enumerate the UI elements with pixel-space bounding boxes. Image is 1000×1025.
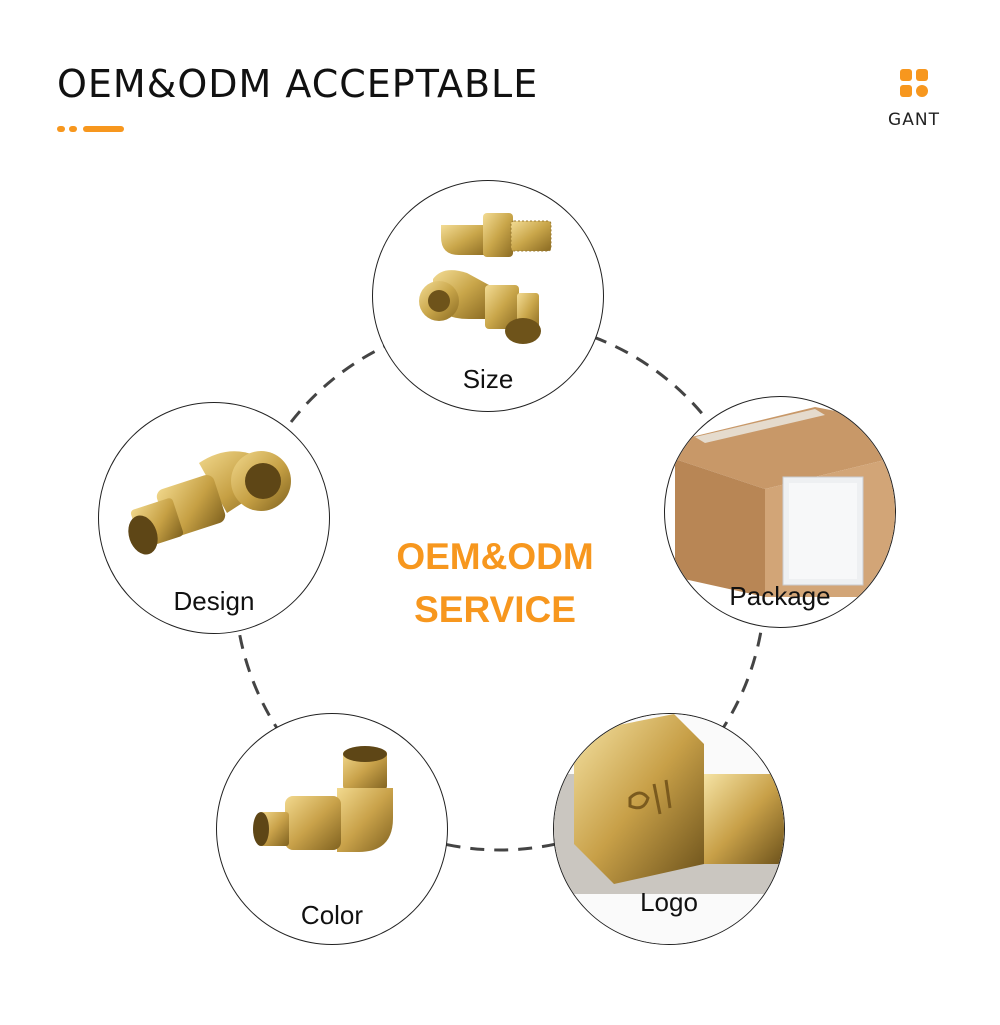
- node-label-logo: Logo: [640, 887, 698, 917]
- accent-dot-1: [57, 126, 65, 132]
- carton-box-and-bag-image: [675, 407, 895, 597]
- node-logo[interactable]: Logo: [553, 713, 785, 945]
- center-line-1: OEM&ODM: [396, 536, 594, 577]
- four-petal-logo-icon: [900, 69, 928, 97]
- brass-elbow-fittings-image: [419, 213, 552, 344]
- brand-name: GANT: [888, 110, 940, 130]
- center-title: OEM&ODM SERVICE: [350, 530, 640, 636]
- logo-closeup-image: [554, 714, 784, 944]
- node-size[interactable]: Size: [372, 180, 604, 412]
- node-label-package: Package: [729, 581, 831, 611]
- center-line-2: SERVICE: [414, 589, 576, 630]
- node-package[interactable]: Package: [664, 396, 896, 628]
- accent-dot-2: [69, 126, 77, 132]
- brass-union-elbow-image: [128, 451, 291, 555]
- node-label-design: Design: [173, 586, 255, 616]
- accent-bar-long: [83, 126, 124, 132]
- brand-logo[interactable]: GANT: [884, 68, 944, 130]
- node-label-color: Color: [300, 900, 364, 930]
- brass-elbow-fitting-image: [253, 746, 393, 852]
- node-label-size: Size: [462, 364, 514, 394]
- node-design[interactable]: Design: [98, 402, 330, 634]
- node-color[interactable]: Color: [216, 713, 448, 945]
- page-title: OEM&ODM ACCEPTABLE: [57, 62, 539, 106]
